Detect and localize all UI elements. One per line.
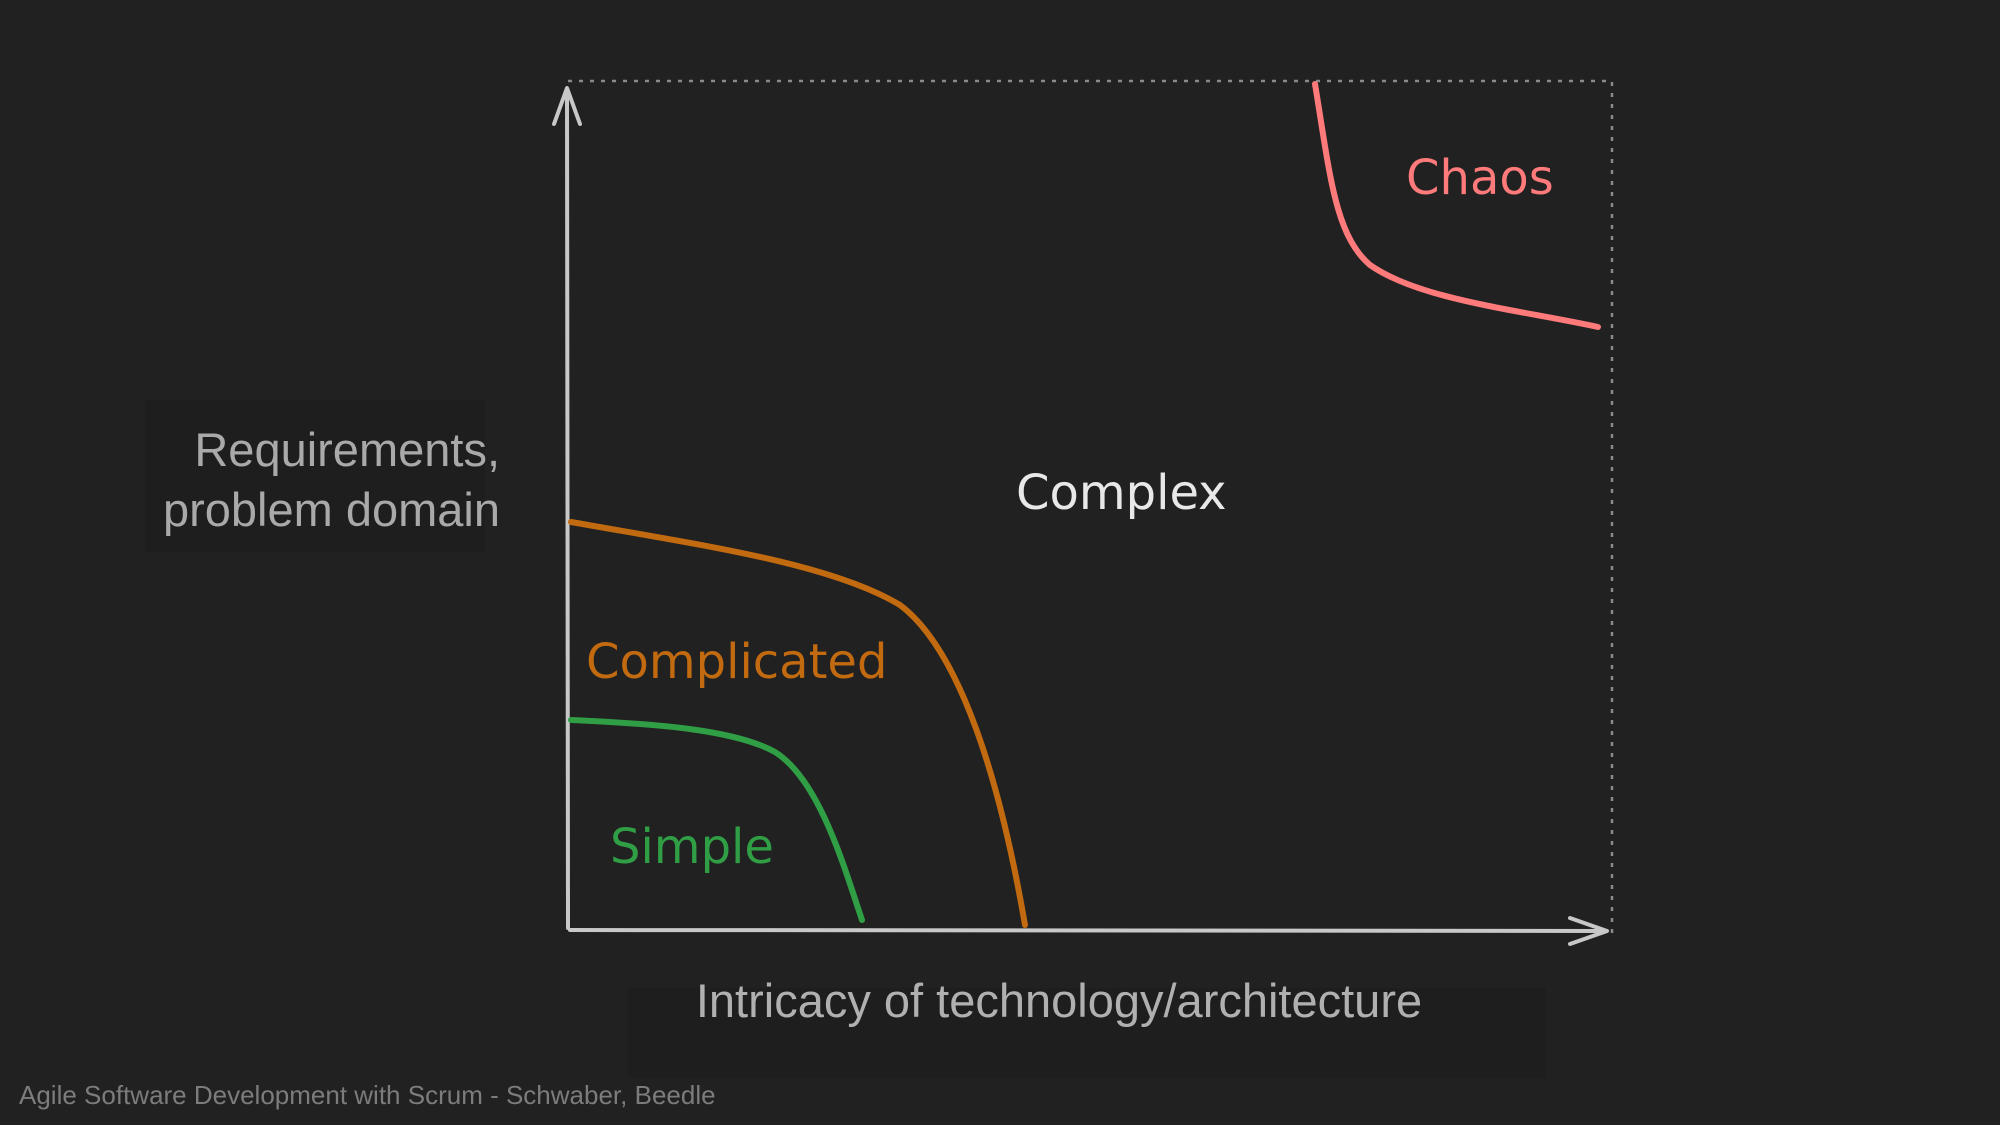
complicated-boundary-curve <box>568 519 1028 928</box>
x-axis-label: Intricacy of technology/architecture <box>695 974 1423 1027</box>
y-axis-arrowhead <box>552 86 582 126</box>
region-label-complicated: Complicated <box>586 634 887 690</box>
region-label-simple: Simple <box>610 819 774 875</box>
y-axis-label-line-2: problem domain <box>162 483 500 536</box>
x-axis-label-backdrop <box>628 988 1546 1078</box>
y-axis-label-backdrop <box>145 400 485 552</box>
source-citation: Agile Software Development with Scrum - … <box>19 1080 716 1110</box>
region-label-chaos: Chaos <box>1406 150 1554 206</box>
x-axis-arrowhead <box>1568 916 1609 946</box>
chaos-boundary-curve <box>1312 81 1601 330</box>
simple-boundary-curve <box>568 717 865 923</box>
y-axis-label-line-1: Requirements, <box>194 423 500 476</box>
x-axis-line <box>568 928 1608 933</box>
y-axis-label: Requirements, problem domain <box>80 420 500 540</box>
region-label-complex: Complex <box>1016 465 1227 521</box>
y-axis-line <box>565 88 570 930</box>
